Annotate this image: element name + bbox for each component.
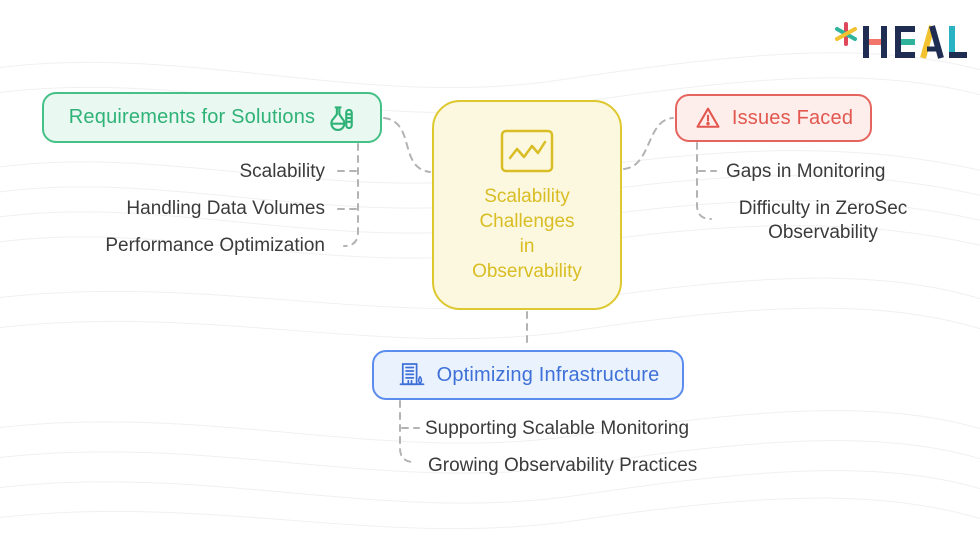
building-icon (397, 360, 427, 390)
connector-blue-spine (399, 400, 415, 463)
flask-icon (325, 103, 355, 133)
connector-green-to-center (383, 117, 431, 173)
connector-center-to-red (623, 117, 674, 170)
heal-logo-star (835, 22, 857, 46)
infrastructure-item-supporting-scalable-monitoring: Supporting Scalable Monitoring (425, 418, 690, 439)
infrastructure-item-growing-observability-practices: Growing Observability Practices (428, 455, 698, 476)
line-chart-icon (499, 128, 555, 174)
issues-node: Issues Faced (675, 94, 872, 142)
heal-logo (835, 22, 967, 59)
warning-triangle-icon (694, 104, 722, 132)
center-title-line-2: Challenges (479, 211, 575, 232)
issues-item-gaps-in-monitoring: Gaps in Monitoring (726, 161, 886, 182)
requirements-label: Requirements for Solutions (68, 106, 316, 128)
center-node-title: Scalability Challenges in Observability (472, 184, 582, 284)
center-title-line-3: in (519, 236, 535, 257)
center-title-line-1: Scalability (484, 186, 570, 207)
requirements-item-scalability: Scalability (239, 161, 325, 182)
requirements-item-performance-optimization: Performance Optimization (105, 235, 325, 256)
infrastructure-label: Optimizing Infrastructure (436, 363, 660, 386)
center-title-line-4: Observability (472, 261, 582, 282)
connector-red-spine (696, 142, 712, 220)
issues-item-zerosec-observability: Difficulty in ZeroSec Observability (738, 198, 908, 243)
heal-logo-e (895, 26, 915, 58)
heal-logo-a (920, 25, 944, 59)
infrastructure-node: Optimizing Infrastructure (372, 350, 684, 400)
heal-logo-l (949, 26, 967, 58)
connector-green-spine (343, 143, 359, 247)
issues-label: Issues Faced (731, 106, 854, 129)
requirements-node: Requirements for Solutions (42, 92, 382, 143)
center-node: Scalability Challenges in Observability (432, 100, 622, 310)
heal-logo-h (863, 26, 887, 58)
requirements-item-handling-data-volumes: Handling Data Volumes (126, 198, 325, 219)
